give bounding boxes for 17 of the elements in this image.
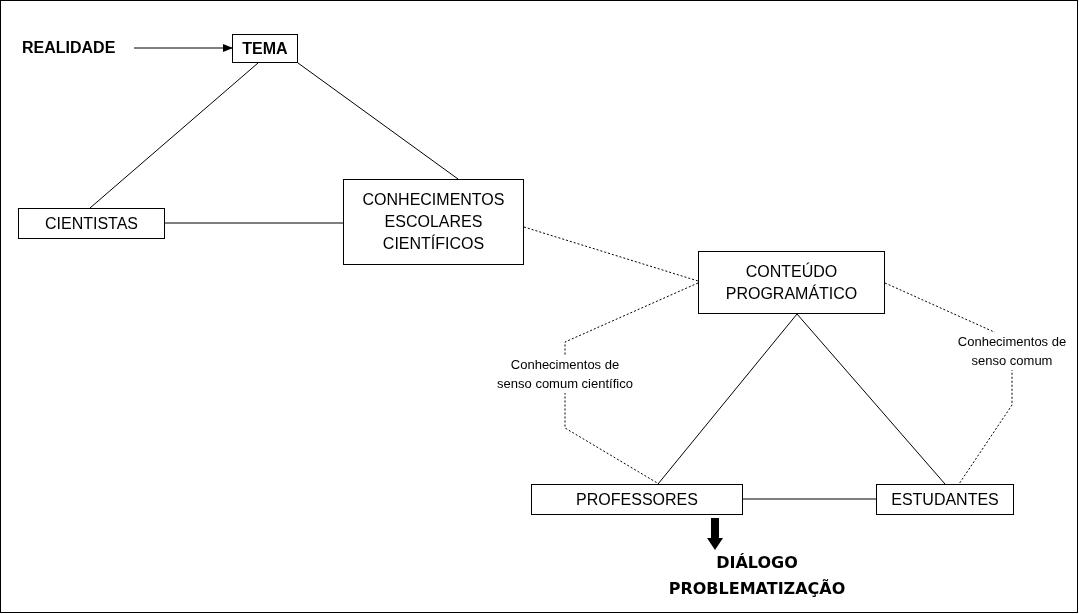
connector-line [742, 498, 877, 500]
connector-line [164, 222, 344, 224]
concept-box: ESTUDANTES [876, 484, 1014, 515]
concept-box: TEMA [232, 34, 298, 63]
connector-line [657, 313, 798, 485]
connector-line [796, 313, 946, 485]
concept-box: PROFESSORES [531, 484, 743, 515]
concept-box: CONHECIMENTOS ESCOLARES CIENTÍFICOS [343, 179, 524, 265]
concept-text: REALIDADE [22, 36, 134, 60]
edge-label: Conhecimentos de senso comum científico [495, 355, 635, 393]
connector-line [89, 62, 259, 209]
dotted-line [564, 282, 699, 485]
connector-line [297, 62, 459, 180]
dotted-line [523, 226, 699, 282]
arrow [133, 44, 233, 52]
concept-box: CIENTISTAS [18, 208, 165, 239]
concept-box: CONTEÚDO PROGRAMÁTICO [698, 251, 885, 314]
